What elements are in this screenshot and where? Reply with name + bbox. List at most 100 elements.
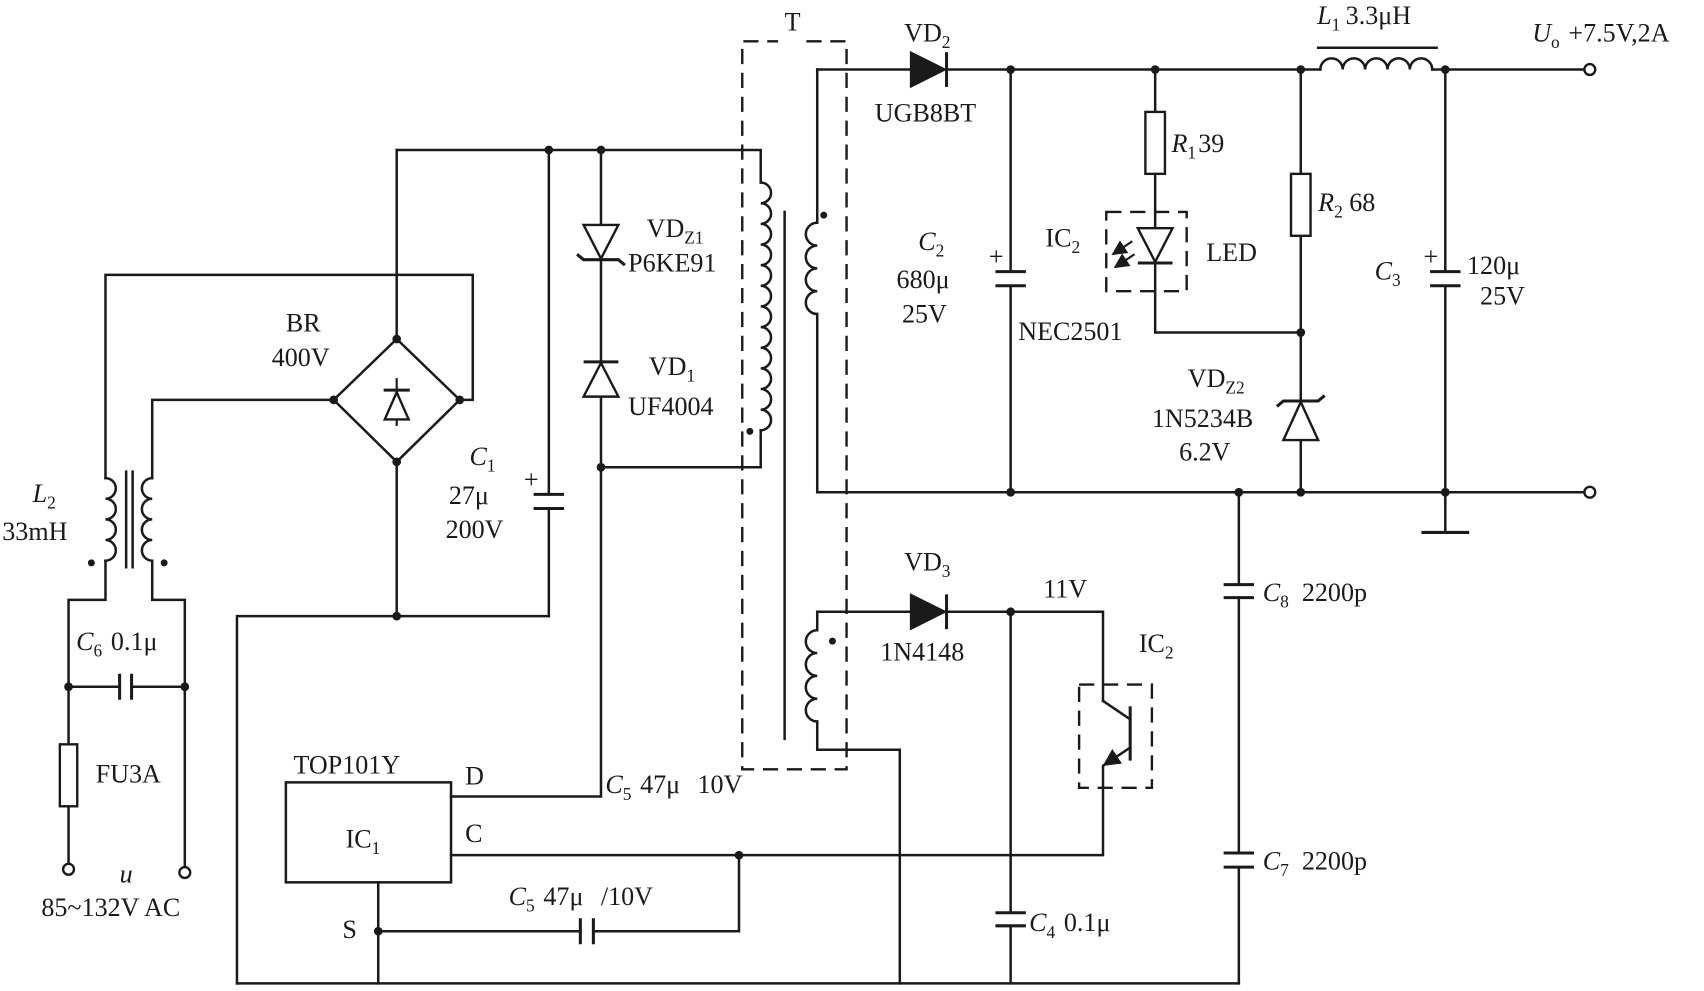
vdz1-triangle: [581, 223, 621, 262]
l2-neutral-winding: [140, 476, 154, 562]
c2-value: 680μ: [897, 265, 950, 294]
c3-polarity: +: [1424, 242, 1439, 271]
c1-polarity: +: [524, 465, 539, 494]
ic1-body: [284, 781, 453, 884]
r1-body: [1144, 110, 1167, 176]
wire-input-neutral: [150, 559, 187, 869]
c8-plates: [1223, 583, 1255, 600]
c7-value: 2200p: [1302, 846, 1367, 875]
l1-sub: 1: [1332, 15, 1341, 34]
vd1-part: UF4004: [628, 392, 713, 421]
junction-dot: [596, 145, 606, 155]
vd1-name: VD: [649, 352, 687, 381]
c4-name: C: [1029, 908, 1047, 937]
c5-top-name: C: [605, 770, 623, 799]
wire-secondary-return-rail: [815, 68, 1586, 494]
junction-dot: [734, 850, 744, 860]
optocoupler-phototransistor: [1077, 683, 1154, 789]
c2-plates: [995, 270, 1026, 288]
l2-core: [124, 470, 134, 569]
vd1-triangle: [581, 360, 621, 398]
junction-dot: [329, 395, 339, 405]
c4-value: 0.1μ: [1064, 908, 1111, 937]
l1-value: 3.3μH: [1346, 1, 1412, 30]
fuse-label: FU3A: [96, 759, 161, 788]
l2-name: L: [32, 479, 48, 508]
c6-plates: [118, 673, 134, 700]
c3-value: 120μ: [1467, 251, 1520, 280]
optocoupler-led: [1105, 210, 1188, 293]
optocoupler-transistor-name: IC: [1139, 629, 1165, 658]
bridge-rectifier: [331, 337, 462, 464]
c3-label: C3: [1375, 256, 1401, 290]
phototransistor-package-outline: [1077, 683, 1154, 789]
vd3-label: VD3: [904, 547, 951, 581]
c3-plates: [1430, 270, 1461, 288]
vd2-part: UGB8BT: [875, 99, 976, 128]
vdz2-zener: [1275, 394, 1326, 442]
junction-dot: [1296, 328, 1306, 337]
led-package-outline: [1105, 210, 1188, 293]
optocoupler-led-label: IC2: [1045, 224, 1080, 258]
wire-bias-rail: [815, 610, 1105, 703]
c6-value: 0.1μ: [111, 627, 158, 656]
vd2-anode-triangle: [909, 50, 948, 89]
junction-dot: [1006, 607, 1015, 617]
c8-sub: 8: [1280, 592, 1289, 611]
c5-top-voltage: 10V: [698, 770, 743, 799]
l2-common-mode-choke: [87, 470, 168, 569]
vdz2-triangle: [1281, 399, 1321, 442]
primary-polarity-dot: [746, 427, 754, 435]
junction-dot: [1440, 487, 1450, 497]
output-label: Uo+7.5V,2A: [1532, 18, 1669, 52]
r1-value: 39: [1198, 129, 1224, 158]
wires: [67, 68, 1586, 985]
ic1-name: IC: [346, 825, 372, 854]
r2-sub: 2: [1334, 202, 1343, 221]
br-label: BR: [286, 308, 321, 337]
wire-primary-ground: [235, 614, 551, 985]
vd2-name: VD: [904, 18, 942, 47]
c2-name: C: [918, 227, 936, 256]
wire-source-pin: [376, 853, 741, 985]
vdz1-label: VDZ1: [647, 214, 704, 248]
c1-label: C1: [470, 442, 496, 476]
optocoupler-transistor-sub: 2: [1165, 643, 1174, 662]
led-emission-arrow: [1113, 253, 1136, 269]
optocoupler-led-name: IC: [1045, 224, 1071, 253]
l2-line-polarity-dot: [87, 559, 95, 567]
vd3-diode: [909, 593, 949, 631]
vdz2-label: VDZ2: [1188, 364, 1245, 398]
junction-dot: [455, 395, 465, 405]
optocoupler-part: NEC2501: [1018, 317, 1122, 346]
c5-bottom-sub: 5: [526, 897, 535, 916]
output-positive-terminal: [1583, 62, 1597, 77]
c7-name: C: [1263, 846, 1281, 875]
r2-name: R: [1317, 188, 1334, 217]
transformer-outline: [741, 40, 848, 771]
junction-dot: [1234, 487, 1244, 497]
junction-dot: [180, 682, 190, 692]
secondary-winding: [804, 221, 819, 316]
junction-dot: [544, 145, 554, 155]
transformer-label: T: [785, 7, 801, 36]
junction-dot: [392, 457, 402, 467]
c1-plates: [533, 492, 565, 511]
c7-plates: [1223, 851, 1255, 869]
vdz2-name: VD: [1188, 364, 1226, 393]
vdz1-zener-bar: [576, 253, 626, 267]
vd3-sub: 3: [942, 562, 951, 581]
junction-dot: [373, 926, 383, 936]
output-return-terminal: [1583, 485, 1597, 499]
output-value: +7.5V,2A: [1568, 18, 1669, 47]
c3-voltage: 25V: [1480, 281, 1525, 310]
ic1-top101y: [284, 781, 453, 884]
c4-plates: [995, 911, 1026, 928]
secondary-polarity-dot: [820, 211, 828, 219]
c7-sub: 7: [1280, 861, 1289, 880]
bias-winding: [804, 628, 819, 723]
ic1-pin-control: C: [465, 819, 482, 848]
